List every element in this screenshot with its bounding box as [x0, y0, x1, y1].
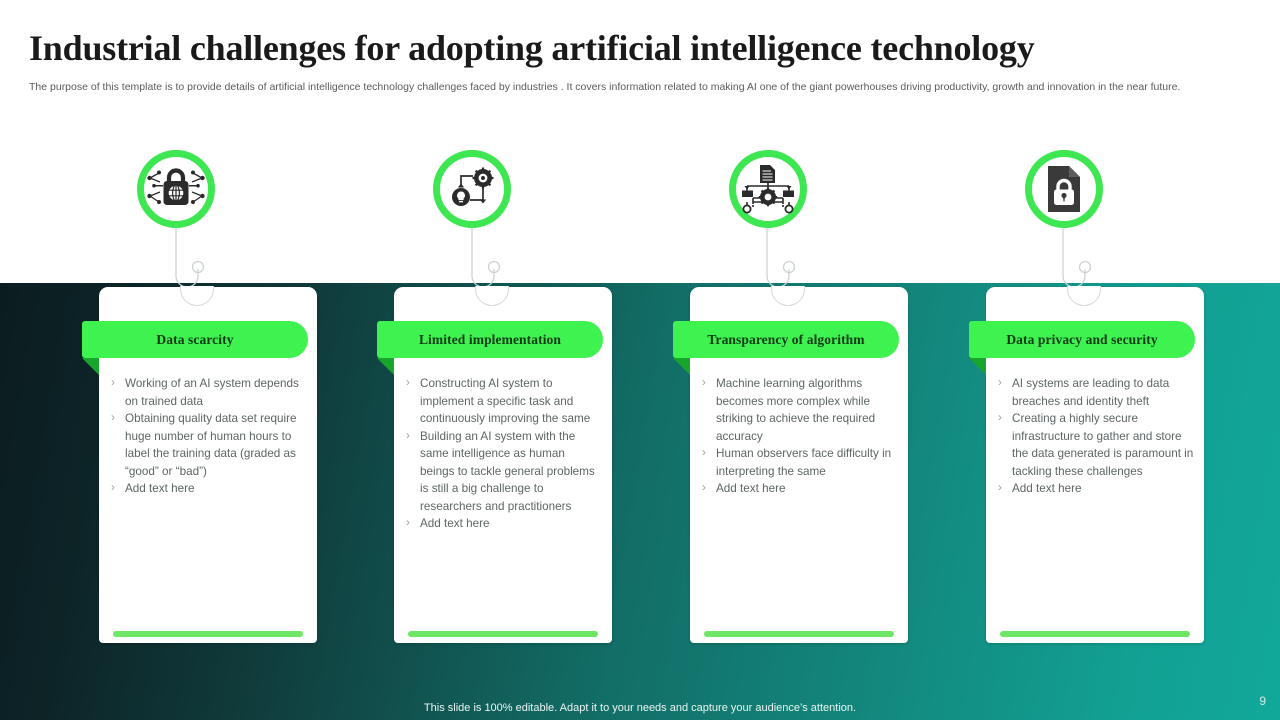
bullet-text: Add text here	[716, 482, 786, 495]
card-data-privacy-and-security[interactable]: Data privacy and security › AI systems a…	[969, 286, 1204, 643]
icon-circle-3	[729, 150, 807, 228]
list-item: › Building an AI system with the same in…	[406, 428, 602, 516]
footer-note: This slide is 100% editable. Adapt it to…	[423, 702, 857, 714]
card-data-scarcity[interactable]: Data scarcity › Working of an AI system …	[82, 286, 317, 643]
chevron-right-icon: ›	[702, 482, 706, 494]
card-ribbon: Data privacy and security	[969, 321, 1195, 375]
list-item: › Add text here	[998, 480, 1194, 498]
icon-circle-2	[433, 150, 511, 228]
card-transparency-of-algorithm[interactable]: Transparency of algorithm › Machine lear…	[673, 286, 908, 643]
card-accent-bar	[704, 631, 894, 637]
bullet-text: Machine learning algorithms becomes more…	[716, 377, 876, 443]
bullet-text: Working of an AI system depends on train…	[125, 377, 299, 408]
list-item: › AI systems are leading to data breache…	[998, 375, 1194, 410]
list-item: › Human observers face difficulty in int…	[702, 445, 898, 480]
chevron-right-icon: ›	[998, 412, 1002, 424]
chevron-right-icon: ›	[406, 429, 410, 442]
list-item: › Add text here	[111, 480, 307, 498]
chevron-right-icon: ›	[998, 482, 1002, 494]
card-title: Data privacy and security	[1006, 331, 1158, 347]
card-body: › AI systems are leading to data breache…	[986, 287, 1204, 498]
page-number: 9	[1259, 694, 1266, 708]
card-accent-bar	[113, 631, 303, 637]
card-ribbon: Limited implementation	[377, 321, 603, 375]
connector-line-3	[766, 218, 796, 288]
bullet-text: Creating a highly secure infrastructure …	[1012, 412, 1194, 478]
bullet-text: Building an AI system with the same inte…	[420, 429, 595, 513]
card-accent-bar	[408, 631, 598, 637]
algorithm-flowchart-gear-icon	[742, 165, 794, 214]
card-body: › Machine learning algorithms becomes mo…	[690, 287, 908, 498]
connector-line-2	[471, 218, 501, 288]
bullet-text: Obtaining quality data set require huge …	[125, 412, 297, 478]
card-body: › Working of an AI system depends on tra…	[99, 287, 317, 498]
ribbon-banner: Data privacy and security	[969, 321, 1195, 358]
icon-circle-4	[1025, 150, 1103, 228]
page-subtitle: The purpose of this template is to provi…	[29, 81, 1181, 93]
bullet-text: Human observers face difficulty in inter…	[716, 447, 892, 478]
card-title: Data scarcity	[156, 331, 234, 347]
page-title: Industrial challenges for adopting artif…	[29, 28, 1035, 68]
bullet-text: Add text here	[1012, 482, 1082, 495]
card-accent-bar	[1000, 631, 1190, 637]
chevron-right-icon: ›	[406, 517, 410, 529]
list-item: › Creating a highly secure infrastructur…	[998, 410, 1194, 480]
chevron-right-icon: ›	[111, 482, 115, 494]
list-item: › Machine learning algorithms becomes mo…	[702, 375, 898, 445]
card-limited-implementation[interactable]: Limited implementation › Constructing AI…	[377, 286, 612, 643]
chevron-right-icon: ›	[111, 377, 115, 389]
chevron-right-icon: ›	[406, 377, 410, 389]
chevron-right-icon: ›	[111, 412, 115, 424]
list-item: › Add text here	[702, 480, 898, 498]
icon-circle-1	[137, 150, 215, 228]
card-title: Limited implementation	[418, 331, 562, 347]
chevron-right-icon: ›	[702, 447, 706, 459]
ribbon-banner: Transparency of algorithm	[673, 321, 899, 358]
connector-line-4	[1062, 218, 1092, 288]
card-ribbon: Transparency of algorithm	[673, 321, 899, 375]
list-item: › Add text here	[406, 515, 602, 533]
chevron-right-icon: ›	[998, 377, 1002, 389]
document-padlock-icon	[1048, 166, 1080, 212]
list-item: › Obtaining quality data set require hug…	[111, 410, 307, 480]
bullet-text: Add text here	[420, 517, 490, 530]
ribbon-banner: Limited implementation	[377, 321, 603, 358]
connector-line-1	[175, 218, 205, 288]
gear-lightbulb-process-icon	[452, 167, 494, 206]
padlock-globe-network-icon	[147, 168, 205, 205]
bullet-text: Constructing AI system to implement a sp…	[420, 377, 591, 425]
list-item: › Working of an AI system depends on tra…	[111, 375, 307, 410]
chevron-right-icon: ›	[702, 377, 706, 389]
bullet-text: AI systems are leading to data breaches …	[1012, 377, 1170, 408]
list-item: › Constructing AI system to implement a …	[406, 375, 602, 428]
bullet-text: Add text here	[125, 482, 195, 495]
ribbon-banner: Data scarcity	[82, 321, 308, 358]
card-ribbon: Data scarcity	[82, 321, 308, 375]
slide-header: Industrial challenges for adopting artif…	[0, 0, 1280, 283]
card-body: › Constructing AI system to implement a …	[394, 287, 612, 533]
card-title: Transparency of algorithm	[707, 331, 865, 347]
